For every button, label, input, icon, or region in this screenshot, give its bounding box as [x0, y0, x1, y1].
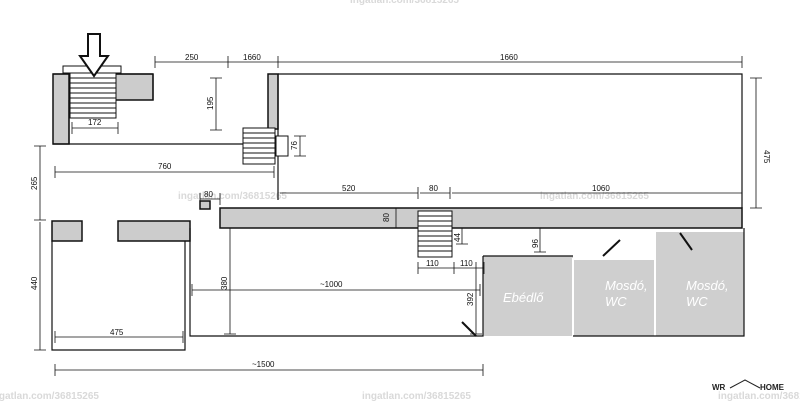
wall-small-stub [199, 200, 211, 210]
room-label-wc1-line2: WC [605, 294, 627, 309]
dim-line-1000 [191, 284, 481, 296]
logo-left: WR [712, 383, 726, 392]
stairs-top-box [69, 71, 117, 119]
wall-mid-vertical [267, 73, 279, 130]
dim-1500: ~1500 [252, 360, 275, 369]
watermark-2: ingatlan.com/36815265 [540, 191, 649, 202]
wc-room-1 [574, 260, 654, 336]
stairs-mid-steps [243, 132, 275, 159]
dim-line-475r [750, 77, 762, 209]
door-1 [602, 239, 621, 257]
gray-rooms [483, 232, 744, 336]
dim-440: 440 [30, 276, 39, 290]
wall-block-top [112, 73, 154, 101]
room-label-dining: Ebédlő [503, 290, 544, 305]
dim-line-475b [54, 331, 184, 343]
room-label-wc2-line1: Mosdó, [686, 278, 729, 293]
stairs-top-steps [70, 77, 116, 114]
watermark-6: ingatlan.com/36815265 [350, 0, 459, 6]
dim-1660a: 1660 [243, 53, 261, 62]
dim-760: 760 [158, 162, 172, 171]
dim-76: 76 [290, 141, 299, 150]
outline-top-right [278, 73, 743, 208]
outline-bottom-right [483, 228, 745, 337]
watermark-5: ingatlan.com/36815265 [718, 391, 800, 402]
dim-475r: 475 [762, 150, 771, 164]
dim-line-44 [456, 228, 468, 245]
dim-250: 250 [185, 53, 199, 62]
dim-line-392 [470, 262, 482, 335]
dim-265: 265 [30, 176, 39, 190]
dim-line-380 [224, 228, 236, 335]
outlines [51, 73, 745, 351]
stairs-mid [242, 127, 289, 165]
stairs-low [417, 210, 453, 258]
dim-1060: 1060 [592, 184, 610, 193]
dim-80a: 80 [204, 190, 213, 199]
dim-110b: 110 [460, 259, 473, 268]
dim-380: 380 [220, 276, 229, 290]
dim-172: 172 [88, 118, 102, 127]
outline-bottom-mid [189, 228, 484, 337]
dim-96: 96 [531, 239, 540, 248]
room-label-wc2-line2: WC [686, 294, 708, 309]
dim-line-1660b [278, 56, 743, 68]
dim-80v: 80 [382, 213, 391, 222]
dim-line-440 [34, 222, 46, 351]
stairs-low-steps [418, 215, 452, 252]
dim-line-1060 [452, 187, 743, 199]
dim-80b: 80 [429, 184, 438, 193]
watermark-4: ingatlan.com/36815265 [362, 391, 471, 402]
door-2 [679, 232, 693, 251]
dim-line-195 [210, 77, 222, 131]
dimension-lines [34, 56, 762, 376]
dim-392: 392 [466, 292, 475, 306]
dim-line-76 [294, 135, 306, 157]
dim-line-172 [71, 122, 119, 134]
watermark-1: ingatlan.com/36815265 [178, 191, 287, 202]
dim-110a: 110 [426, 259, 439, 268]
stairs-mid-landing [275, 135, 289, 157]
room-labels: Ebédlő Mosdó, WC Mosdó, WC [503, 278, 729, 309]
dim-44: 44 [453, 233, 462, 242]
arrow-down-icon [78, 33, 110, 78]
dim-line-80v [390, 207, 402, 229]
room-label-wc1-line1: Mosdó, [605, 278, 648, 293]
dim-line-96 [534, 228, 546, 253]
dim-line-760 [54, 166, 275, 178]
dim-line-265 [34, 145, 46, 221]
dimension-labels: 250 1660 1660 195 172 76 475 265 760 80 … [30, 53, 771, 369]
dim-195: 195 [206, 96, 215, 110]
wall-corridor [219, 207, 743, 229]
wall-right-stub [117, 220, 191, 242]
entrance-arrow-icon [78, 33, 110, 78]
wall-left-top [52, 73, 70, 145]
dim-line-520 [280, 187, 419, 199]
dim-line-80b [420, 187, 451, 199]
dim-line-1500 [54, 364, 484, 376]
dim-1000: ~1000 [320, 280, 343, 289]
wc-room-2 [656, 232, 744, 336]
dining-room [483, 256, 573, 336]
logo-right: HOME [760, 383, 785, 392]
walls [51, 73, 743, 242]
outline-bottom-left [51, 241, 186, 351]
dim-520: 520 [342, 184, 356, 193]
stairs-low-box [417, 210, 453, 258]
dim-475b: 475 [110, 328, 124, 337]
dim-line-80a [199, 193, 221, 205]
wall-left-stub [51, 220, 83, 242]
logo-roof-icon [729, 379, 761, 389]
dim-1660b: 1660 [500, 53, 518, 62]
watermark-3: ingatlan.com/36815265 [0, 391, 99, 402]
dim-line-110b [454, 262, 485, 274]
logo: WR HOME [712, 379, 785, 392]
